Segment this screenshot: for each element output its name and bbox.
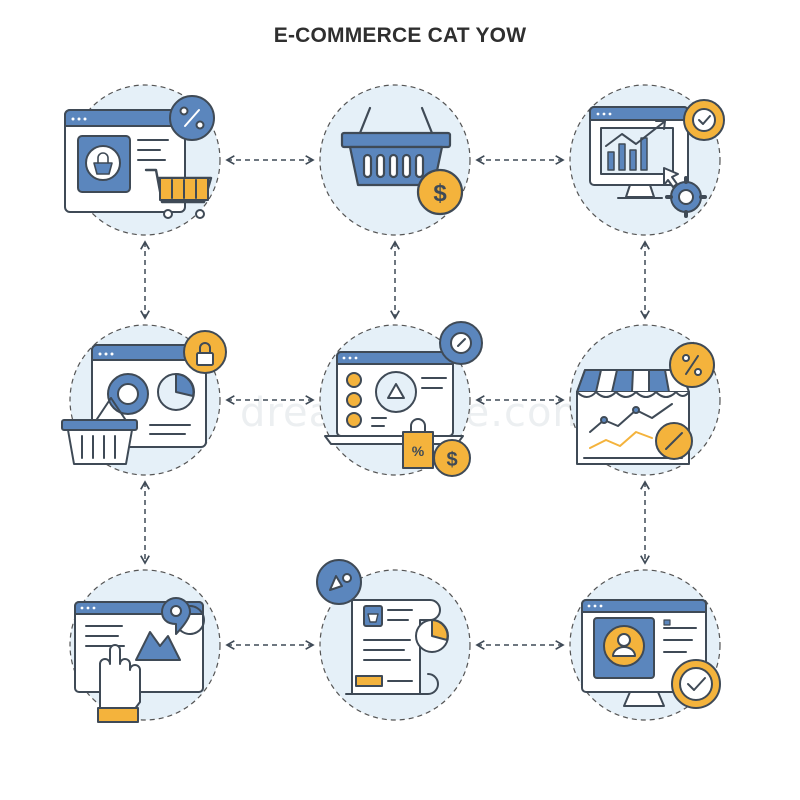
- laptop-discount-icon: % $: [324, 321, 483, 477]
- diagram-title: E-COMMERCE CAT YOW: [273, 24, 527, 47]
- documents-report-icon: [316, 559, 449, 695]
- svg-text:$: $: [446, 449, 457, 471]
- connectors: [140, 155, 650, 650]
- browser-cart-icon: [64, 95, 215, 219]
- svg-text:%: %: [412, 443, 425, 459]
- monitor-chart-icon: [589, 99, 725, 218]
- basket-dollar-icon: $: [340, 106, 464, 216]
- browser-basket-lock-icon: [61, 330, 227, 465]
- hand-map-pin-icon: [74, 597, 205, 723]
- svg-text:$: $: [433, 180, 447, 207]
- storefront-chart-icon: [576, 342, 715, 465]
- monitor-user-check-icon: [581, 599, 721, 709]
